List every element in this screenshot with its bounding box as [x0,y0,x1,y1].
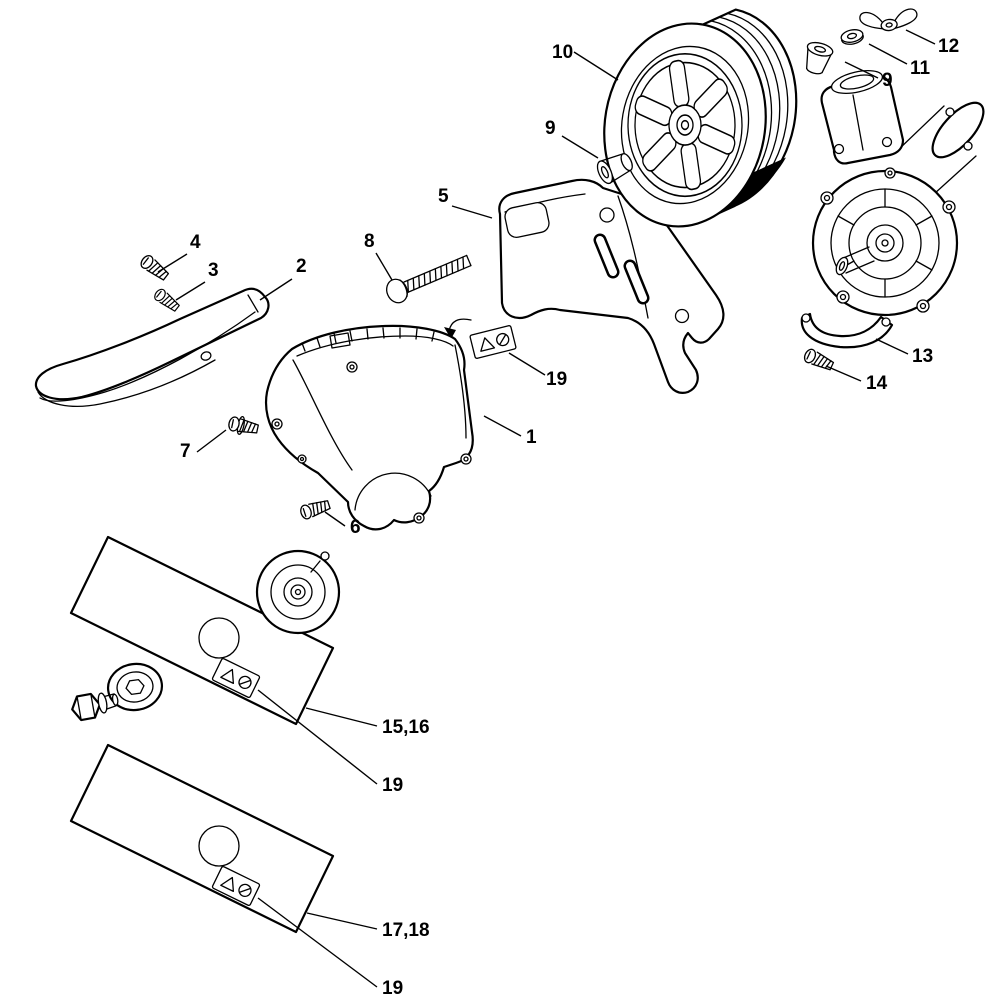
thrust-disc-part [255,549,341,635]
leader-19-blade1 [257,689,378,785]
bracket-square-hole [504,201,550,239]
tire-shading [702,157,786,222]
blade-cutout-arc [354,472,432,511]
bracket-round-hole [599,207,615,223]
leader-13 [875,338,909,355]
callout-17-18: 17,18 [382,920,430,941]
callout-10: 10 [552,42,573,63]
leader-5 [451,205,493,219]
bushing-top-part [805,41,834,75]
leader-lines [157,29,936,988]
washer-part [840,29,864,45]
leader-1 [483,415,522,437]
blade-hole [198,617,240,659]
leader-19-guard [508,352,546,376]
bracket-fork-hole [674,308,690,324]
blade-17-18-part [69,743,335,934]
callout-6: 6 [350,517,361,538]
leader-19-blade2 [257,897,378,988]
deflector-guard-part [264,324,474,531]
callout-4: 4 [190,232,201,253]
callout-19-blade2: 19 [382,978,403,999]
wing-nut-part [859,8,918,32]
skid-plate-part [34,287,270,407]
callout-9-mid: 9 [545,118,556,139]
blade-hole [198,825,240,867]
leader-7 [196,429,227,453]
hex-washer-part [106,662,164,712]
callout-15-16: 15,16 [382,717,430,738]
rotation-arrow-icon [444,318,472,339]
callout-8: 8 [364,231,375,252]
leader-8 [375,252,393,281]
leader-9-top [844,61,879,79]
callout-11: 11 [910,58,931,79]
support-bracket-part [498,178,725,394]
leader-12 [905,29,936,45]
callout-2: 2 [296,256,307,277]
gearbox-part [800,69,985,349]
bracket-slot [626,262,647,302]
callout-12: 12 [938,36,959,57]
leader-9-mid [561,135,599,159]
callout-19-blade1: 19 [382,775,403,796]
callout-19-guard: 19 [546,369,567,390]
leader-14 [825,365,862,382]
blade-15-16-part [69,535,335,726]
callout-labels: 10 9 11 12 9 5 8 4 3 2 13 14 19 1 7 6 15… [180,36,959,999]
skid-plate-hole [200,351,212,361]
clamp-13-part [800,312,894,349]
leader-10 [573,51,619,81]
leader-11 [868,43,908,65]
callout-14: 14 [866,373,888,394]
hex-bolt-part [71,692,119,722]
bushing-mid-part [596,153,633,185]
wheel-part [603,8,798,228]
screw-7-part [227,415,260,437]
bracket-slot [596,236,617,276]
callout-1: 1 [526,427,537,448]
leader-2 [259,278,293,301]
callout-9-top: 9 [882,70,893,91]
bolt-part [386,254,472,304]
leader-15-16 [305,707,378,727]
screw-14-part [801,346,836,374]
callout-3: 3 [208,260,219,281]
output-shaft [835,256,849,276]
callout-5: 5 [438,186,449,207]
callout-7: 7 [180,441,191,462]
hex-hole [125,678,145,696]
leader-4 [157,253,188,273]
leader-6 [324,511,346,527]
tire-sidewall [620,45,750,205]
screw-6-part [298,497,332,521]
leader-3 [175,281,206,301]
callout-13: 13 [912,346,933,367]
leader-17-18 [306,912,378,930]
